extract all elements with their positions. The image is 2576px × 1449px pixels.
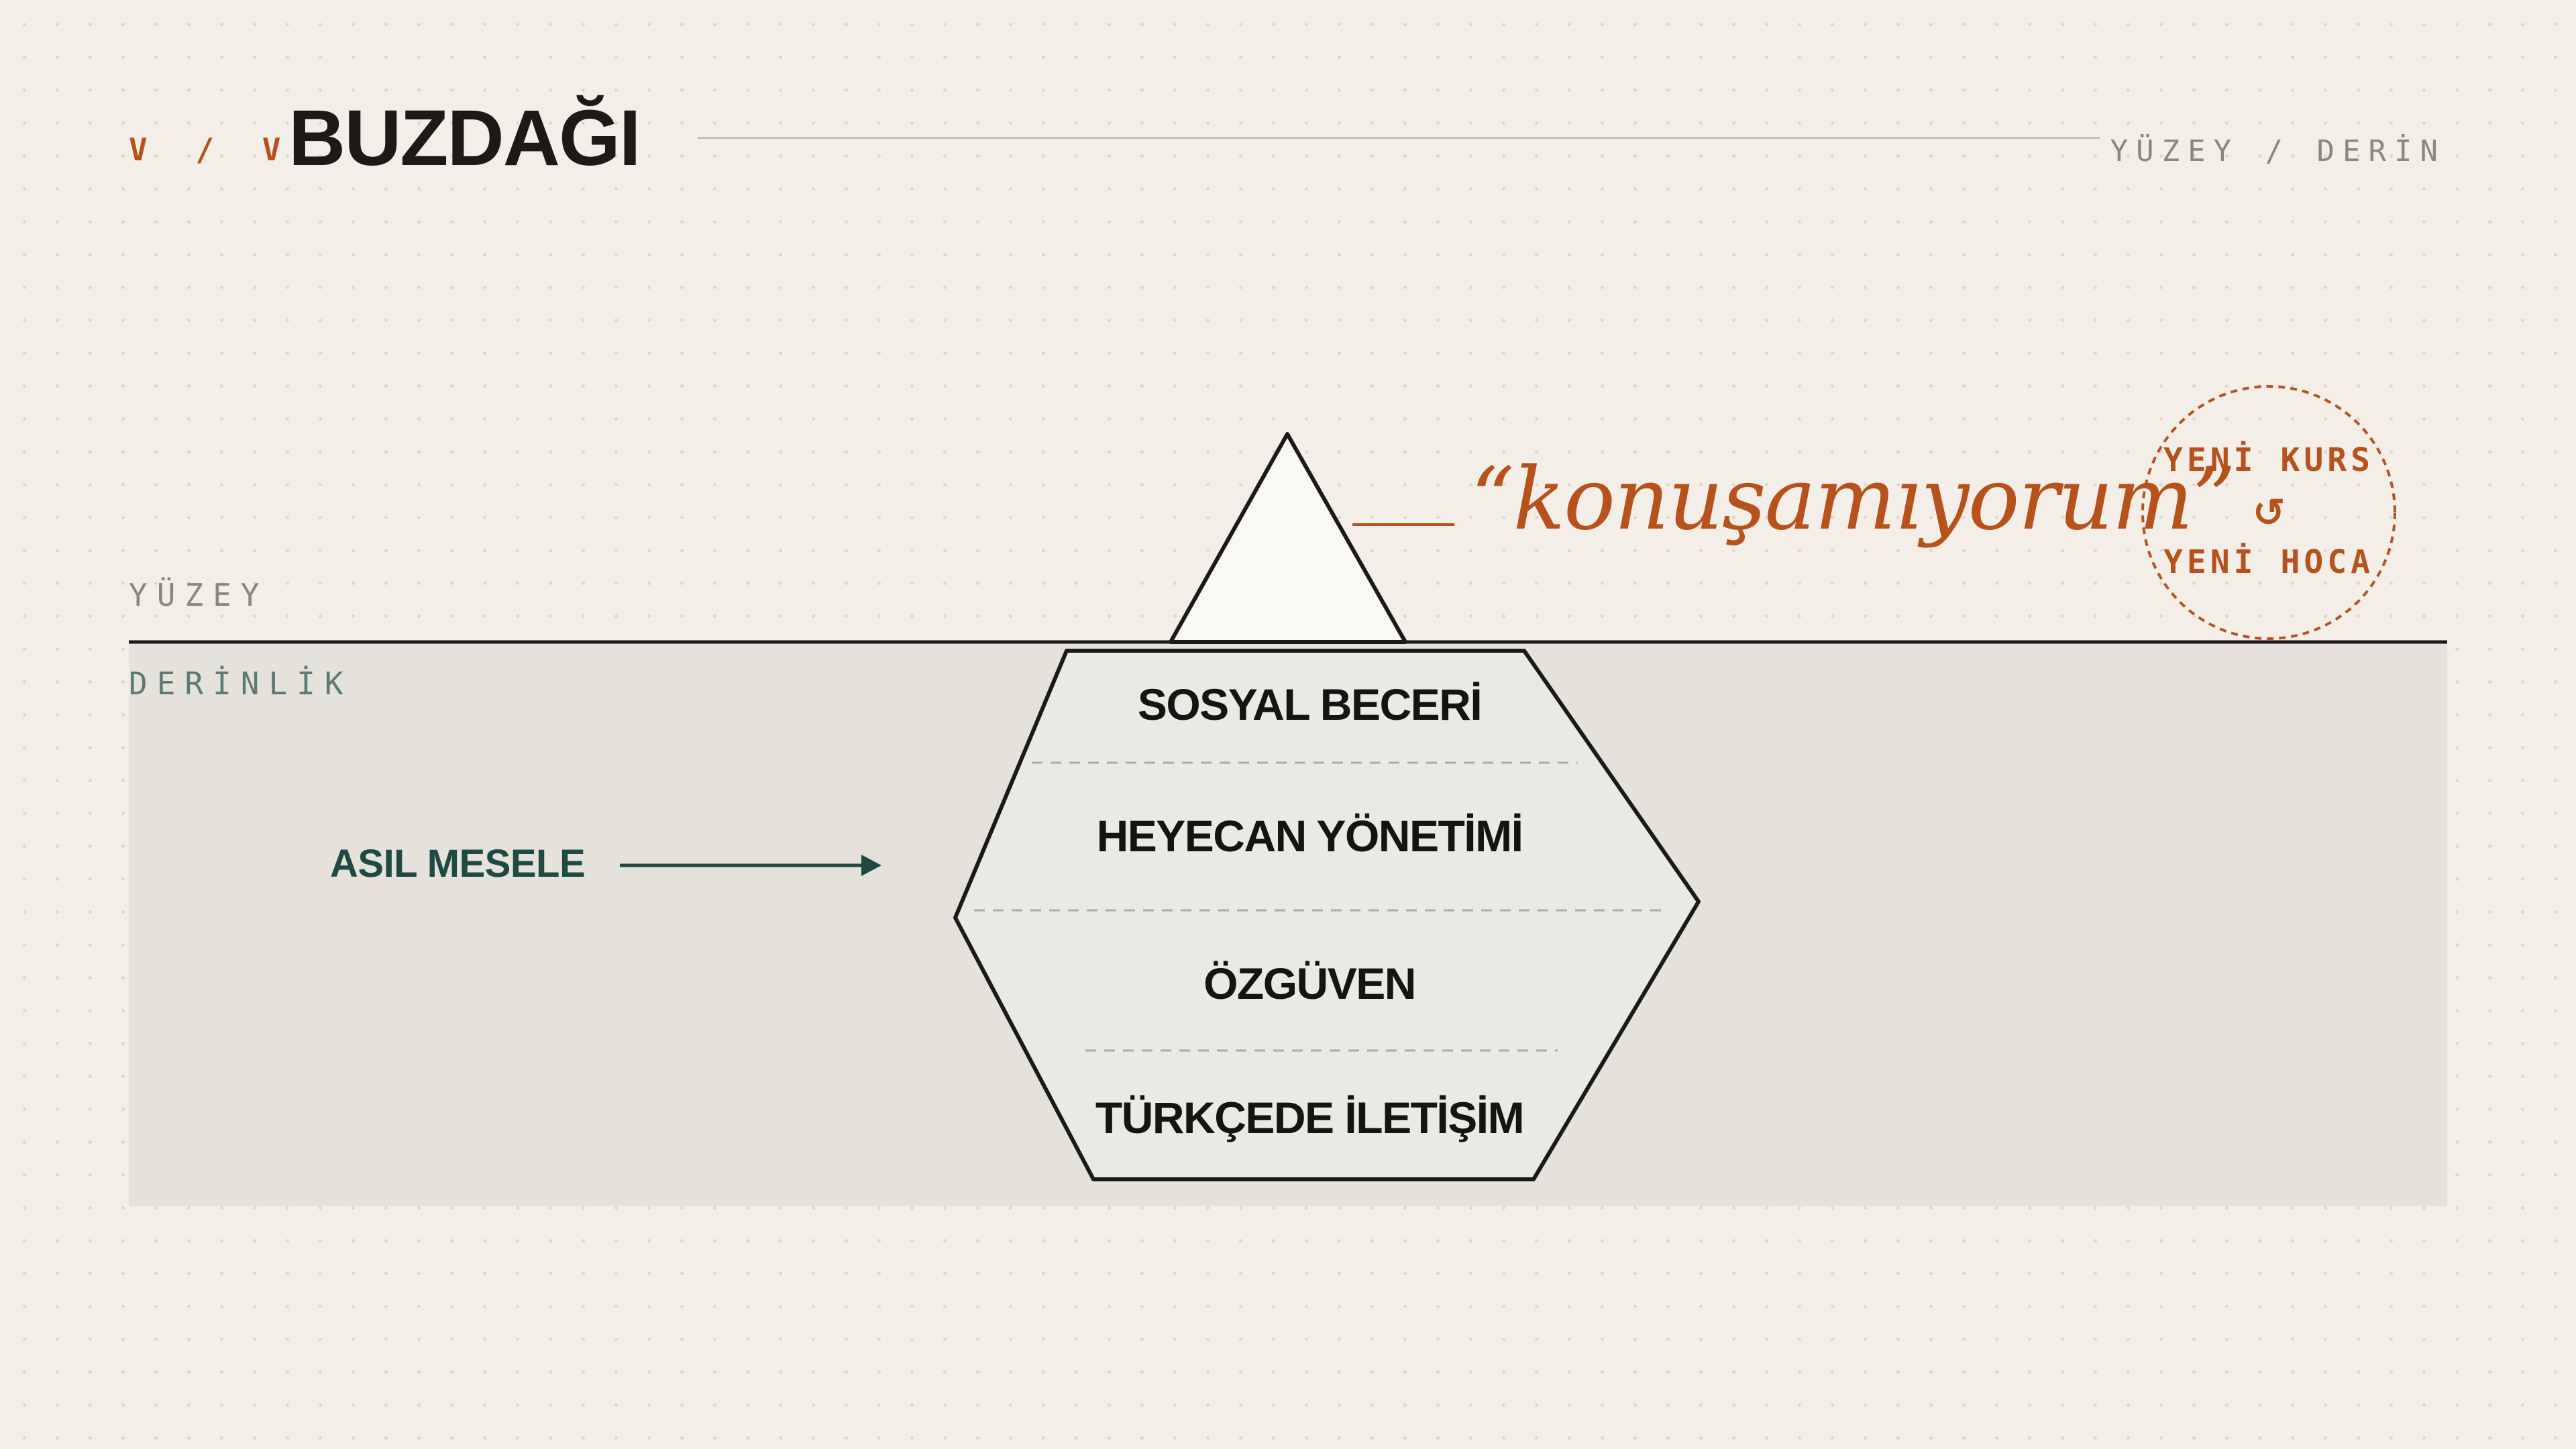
- page-title: BUZDAĞI: [288, 94, 641, 182]
- tier-label-social-skills: SOSYAL BECERİ: [1137, 680, 1483, 729]
- header-marker: V / V: [129, 131, 296, 168]
- stamp-line-1: YENİ KURS: [2163, 441, 2375, 479]
- surface-label: YÜZEY: [129, 577, 269, 613]
- root-issue-label: ASIL MESELE: [330, 842, 586, 885]
- iceberg-tip: [1169, 432, 1407, 644]
- depth-label: DERİNLİK: [129, 665, 353, 702]
- stamp-line-2: YENİ HOCA: [2163, 543, 2375, 581]
- header-tag: YÜZEY / DERİN: [2110, 134, 2446, 168]
- tier-label-self-confidence: ÖZGÜVEN: [1203, 959, 1416, 1008]
- pointer-arrow-head: [861, 855, 881, 876]
- iceberg-submerged: [953, 649, 1701, 1181]
- tier-label-turkish-communication: TÜRKÇEDE İLETİŞİM: [1095, 1093, 1525, 1142]
- header-divider: [698, 137, 2100, 139]
- cycle-arrow-icon: ↺: [2252, 491, 2286, 535]
- surface-quote: “konuşamıyorum”: [1470, 449, 2236, 549]
- tier-label-emotion-management: HEYECAN YÖNETİMİ: [1096, 811, 1523, 861]
- stamp-ring: [2141, 385, 2396, 640]
